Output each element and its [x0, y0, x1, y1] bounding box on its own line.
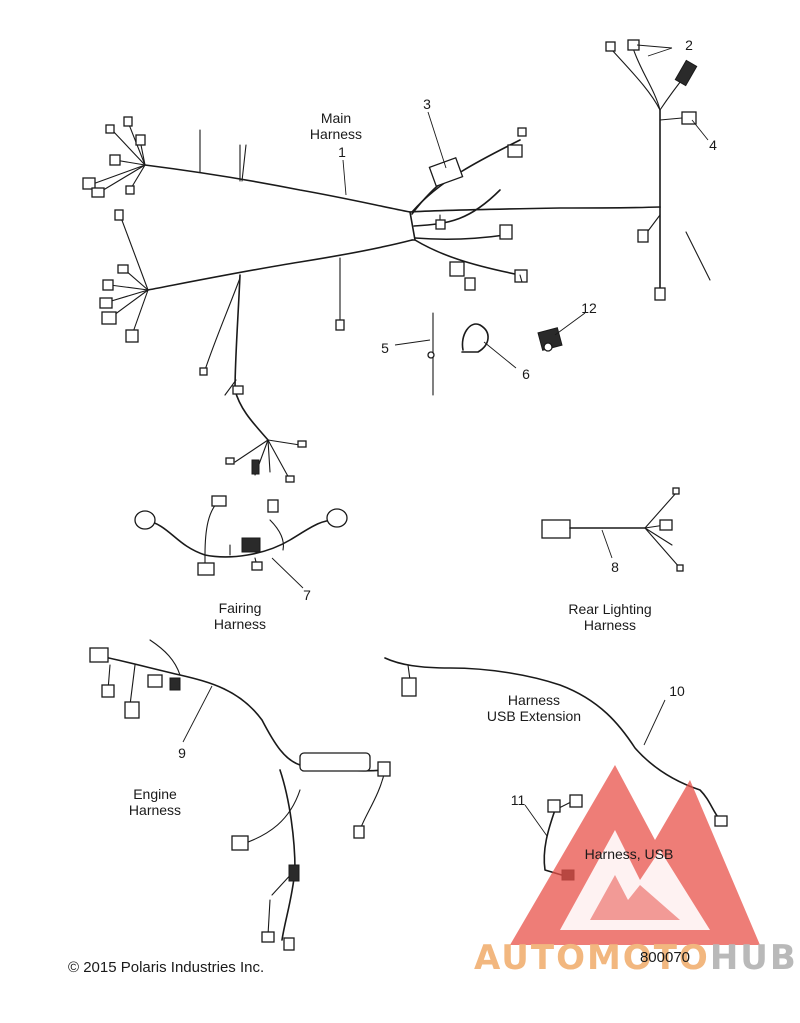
usb-extension-harness-label-line2: USB Extension: [486, 708, 582, 724]
rear-lighting-harness-label-line1: Rear Lighting: [568, 601, 652, 617]
callout-4: 4: [709, 137, 717, 153]
callout-1: 1: [338, 144, 346, 160]
callout-3: 3: [423, 96, 431, 112]
main-harness-drawing: [82, 39, 711, 483]
fairing-harness-label-line2: Harness: [213, 616, 267, 632]
callout-10: 10: [669, 683, 685, 699]
fairing-harness-label-line1: Fairing: [218, 600, 262, 616]
engine-harness-drawing: [89, 639, 391, 951]
fairing-harness-label: Fairing Harness: [200, 600, 280, 632]
leader-lines: [182, 44, 709, 837]
rear-lighting-harness-label: Rear Lighting Harness: [555, 601, 665, 633]
callout-12: 12: [581, 300, 597, 316]
callout-6: 6: [522, 366, 530, 382]
figure-id: 800070: [639, 949, 691, 966]
main-harness-label-line1: Main: [320, 110, 352, 126]
usb-extension-harness-label-line1: Harness: [507, 692, 561, 708]
usb-harness-drawing: [543, 794, 583, 881]
watermark-text-part2: HUB: [709, 938, 798, 978]
watermark-text: AUTOMOTOHUB: [474, 938, 798, 978]
watermark-text-part1: AUTOMOTO: [474, 938, 710, 978]
callout-9: 9: [178, 745, 186, 761]
usb-harness-label: Harness, USB: [584, 846, 674, 862]
callout-8: 8: [611, 559, 619, 575]
callout-5: 5: [381, 340, 389, 356]
callout-2: 2: [685, 37, 693, 53]
engine-harness-label: Engine Harness: [115, 786, 195, 818]
main-harness-label: Main Harness: [306, 110, 366, 142]
engine-harness-label-line2: Harness: [128, 802, 182, 818]
callout-11: 11: [510, 792, 526, 808]
main-harness-label-line2: Harness: [309, 126, 363, 142]
small-parts-drawing: [427, 312, 563, 396]
copyright-text: © 2015 Polaris Industries Inc.: [68, 959, 265, 976]
engine-harness-label-line1: Engine: [133, 786, 177, 802]
rear-lighting-harness-label-line2: Harness: [583, 617, 637, 633]
rear-lighting-harness-drawing: [541, 487, 684, 572]
fairing-harness-drawing: [134, 495, 348, 576]
callout-7: 7: [303, 587, 311, 603]
usb-extension-harness-label: Harness USB Extension: [474, 692, 594, 724]
